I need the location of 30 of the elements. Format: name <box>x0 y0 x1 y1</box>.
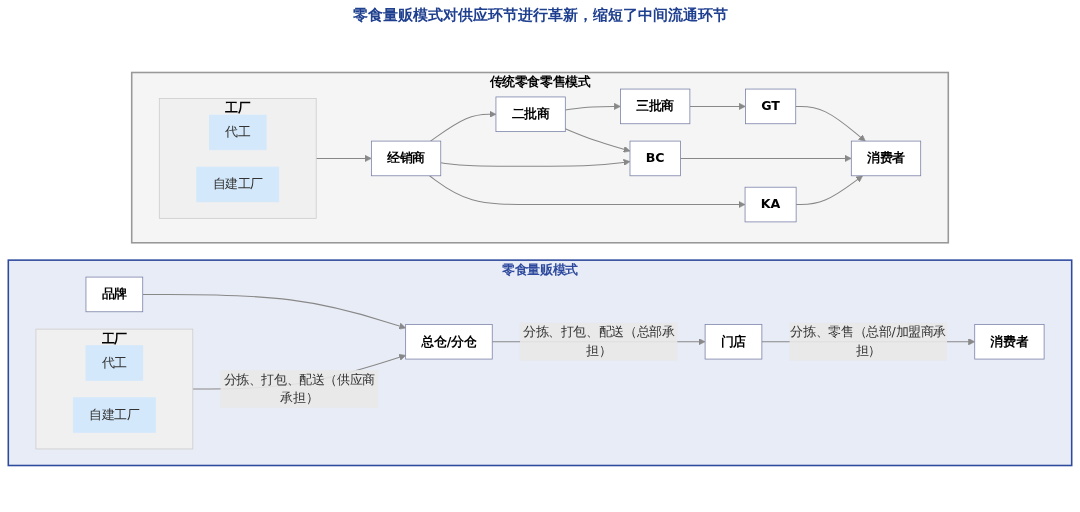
arrow <box>429 175 746 208</box>
note-text: 零食量贩模式对供应环节进行革新，缩短了中间流通环节 <box>352 5 728 25</box>
arrow <box>142 293 406 330</box>
node-box: 消费者 <box>974 324 1045 360</box>
arrow <box>440 158 631 167</box>
arrow <box>679 154 852 162</box>
node-box: 门店 <box>704 324 763 360</box>
arrow <box>315 154 372 162</box>
node-box: 经销商 <box>371 140 442 177</box>
node-box: 消费者 <box>850 140 922 177</box>
node-box: BC <box>629 140 681 177</box>
arrow <box>689 102 746 110</box>
arrow <box>795 175 863 206</box>
node-box: 总仓/分仓 <box>405 324 493 360</box>
arrow <box>795 105 866 142</box>
node-box: 三批商 <box>620 88 691 125</box>
node-box: 代工 <box>208 114 267 151</box>
node-box: KA <box>744 186 797 223</box>
arrow <box>430 110 497 142</box>
edge-label: 分拣、打包、配送（供应商承担） <box>223 371 375 406</box>
node-box: 自建工厂 <box>72 397 156 433</box>
node-box: 品牌 <box>85 276 144 313</box>
arrow <box>564 102 621 111</box>
node-box: 代工 <box>85 345 144 381</box>
node-box: 二批商 <box>495 96 566 133</box>
edge-label: 分拣、零售（总部/加盟商承担） <box>790 324 947 359</box>
edge-label: 分拣、打包、配送（总部承担） <box>522 324 675 359</box>
node-box: 自建工厂 <box>196 166 280 203</box>
node-box: GT <box>745 88 797 125</box>
arrow <box>564 128 631 153</box>
